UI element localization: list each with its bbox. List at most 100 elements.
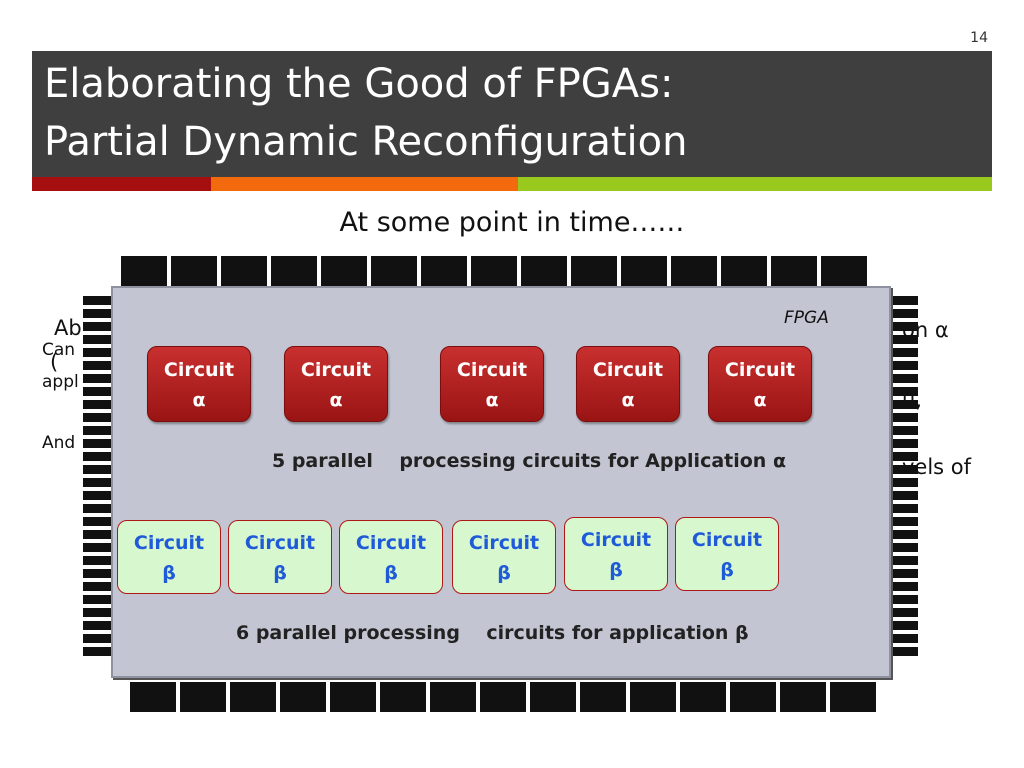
fpga-pin [83,569,111,578]
fpga-pin [83,504,111,513]
fpga-pin [83,530,111,539]
accent-stripe-red [32,177,211,191]
fpga-pin [83,387,111,396]
beta-caption: 6 parallel processing circuits for appli… [236,622,749,644]
circuit-label: Circuit [592,359,664,381]
fpga-pin [83,465,111,474]
fpga-pin [83,634,111,643]
fpga-pin [83,621,111,630]
circuit-label: Circuit [244,532,316,554]
fpga-pin [890,647,918,656]
fpga-pin [890,634,918,643]
circuit-symbol: α [192,389,206,411]
fpga-pins-bottom [130,682,876,712]
background-text: Can [42,340,76,360]
circuit-label: Circuit [724,359,796,381]
fpga-pins-right [890,296,918,656]
circuit-label: Circuit [580,529,652,551]
slide-title: Elaborating the Good of FPGAs: Partial D… [44,55,687,171]
circuit-beta: Circuit β [564,517,668,591]
fpga-pins-top [121,256,867,286]
fpga-pin [890,478,918,487]
fpga-pin [83,335,111,344]
fpga-pin [621,256,667,286]
circuit-symbol: α [485,389,499,411]
fpga-pin [890,608,918,617]
fpga-pin [671,256,717,286]
fpga-pin [171,256,217,286]
title-line-2: Partial Dynamic Reconfiguration [44,119,688,165]
fpga-pin [890,530,918,539]
fpga-pin [580,682,626,712]
fpga-pin [890,374,918,383]
fpga-pin [83,361,111,370]
fpga-pin [890,491,918,500]
fpga-pins-left [83,296,111,656]
circuit-symbol: β [497,562,511,584]
fpga-pin [890,335,918,344]
fpga-pin [890,517,918,526]
fpga-pin [321,256,367,286]
circuit-beta: Circuit β [675,517,779,591]
fpga-pin [83,452,111,461]
fpga-pin [890,296,918,305]
fpga-pin [330,682,376,712]
fpga-pin [530,682,576,712]
fpga-pin [890,595,918,604]
circuit-beta: Circuit β [339,520,443,594]
fpga-pin [83,374,111,383]
fpga-pin [83,413,111,422]
fpga-pin [890,452,918,461]
fpga-pin [780,682,826,712]
fpga-pin [180,682,226,712]
fpga-pin [890,543,918,552]
circuit-symbol: α [621,389,635,411]
fpga-pin [271,256,317,286]
fpga-pin [630,682,676,712]
fpga-pin [230,682,276,712]
fpga-pin [890,361,918,370]
circuit-label: Circuit [163,359,235,381]
fpga-label: FPGA [784,308,829,328]
background-text: appl [42,372,79,392]
fpga-pin [130,682,176,712]
title-bar: Elaborating the Good of FPGAs: Partial D… [32,51,992,177]
fpga-pin [890,569,918,578]
fpga-pin [83,582,111,591]
fpga-pin [83,348,111,357]
fpga-pin [890,465,918,474]
fpga-pin [83,478,111,487]
fpga-pin [890,621,918,630]
fpga-pin [830,682,876,712]
fpga-pin [430,682,476,712]
fpga-pin [83,439,111,448]
fpga-pin [83,608,111,617]
fpga-pin [680,682,726,712]
circuit-beta: Circuit β [452,520,556,594]
fpga-pin [480,682,526,712]
circuit-symbol: α [329,389,343,411]
fpga-pin [371,256,417,286]
circuit-symbol: β [162,562,176,584]
fpga-pin [83,491,111,500]
circuit-alpha: Circuit α [284,346,388,422]
circuit-symbol: β [273,562,287,584]
fpga-pin [471,256,517,286]
circuit-beta: Circuit β [228,520,332,594]
circuit-alpha: Circuit α [440,346,544,422]
circuit-label: Circuit [456,359,528,381]
circuit-alpha: Circuit α [708,346,812,422]
circuit-beta: Circuit β [117,520,221,594]
circuit-label: Circuit [691,529,763,551]
fpga-pin [121,256,167,286]
fpga-pin [890,400,918,409]
fpga-pin [771,256,817,286]
background-text: And [42,433,76,453]
circuit-label: Circuit [468,532,540,554]
fpga-pin [83,556,111,565]
fpga-pin [421,256,467,286]
alpha-caption: 5 parallel processing circuits for Appli… [272,450,786,472]
fpga-pin [83,322,111,331]
circuit-symbol: β [609,559,623,581]
circuit-symbol: β [384,562,398,584]
